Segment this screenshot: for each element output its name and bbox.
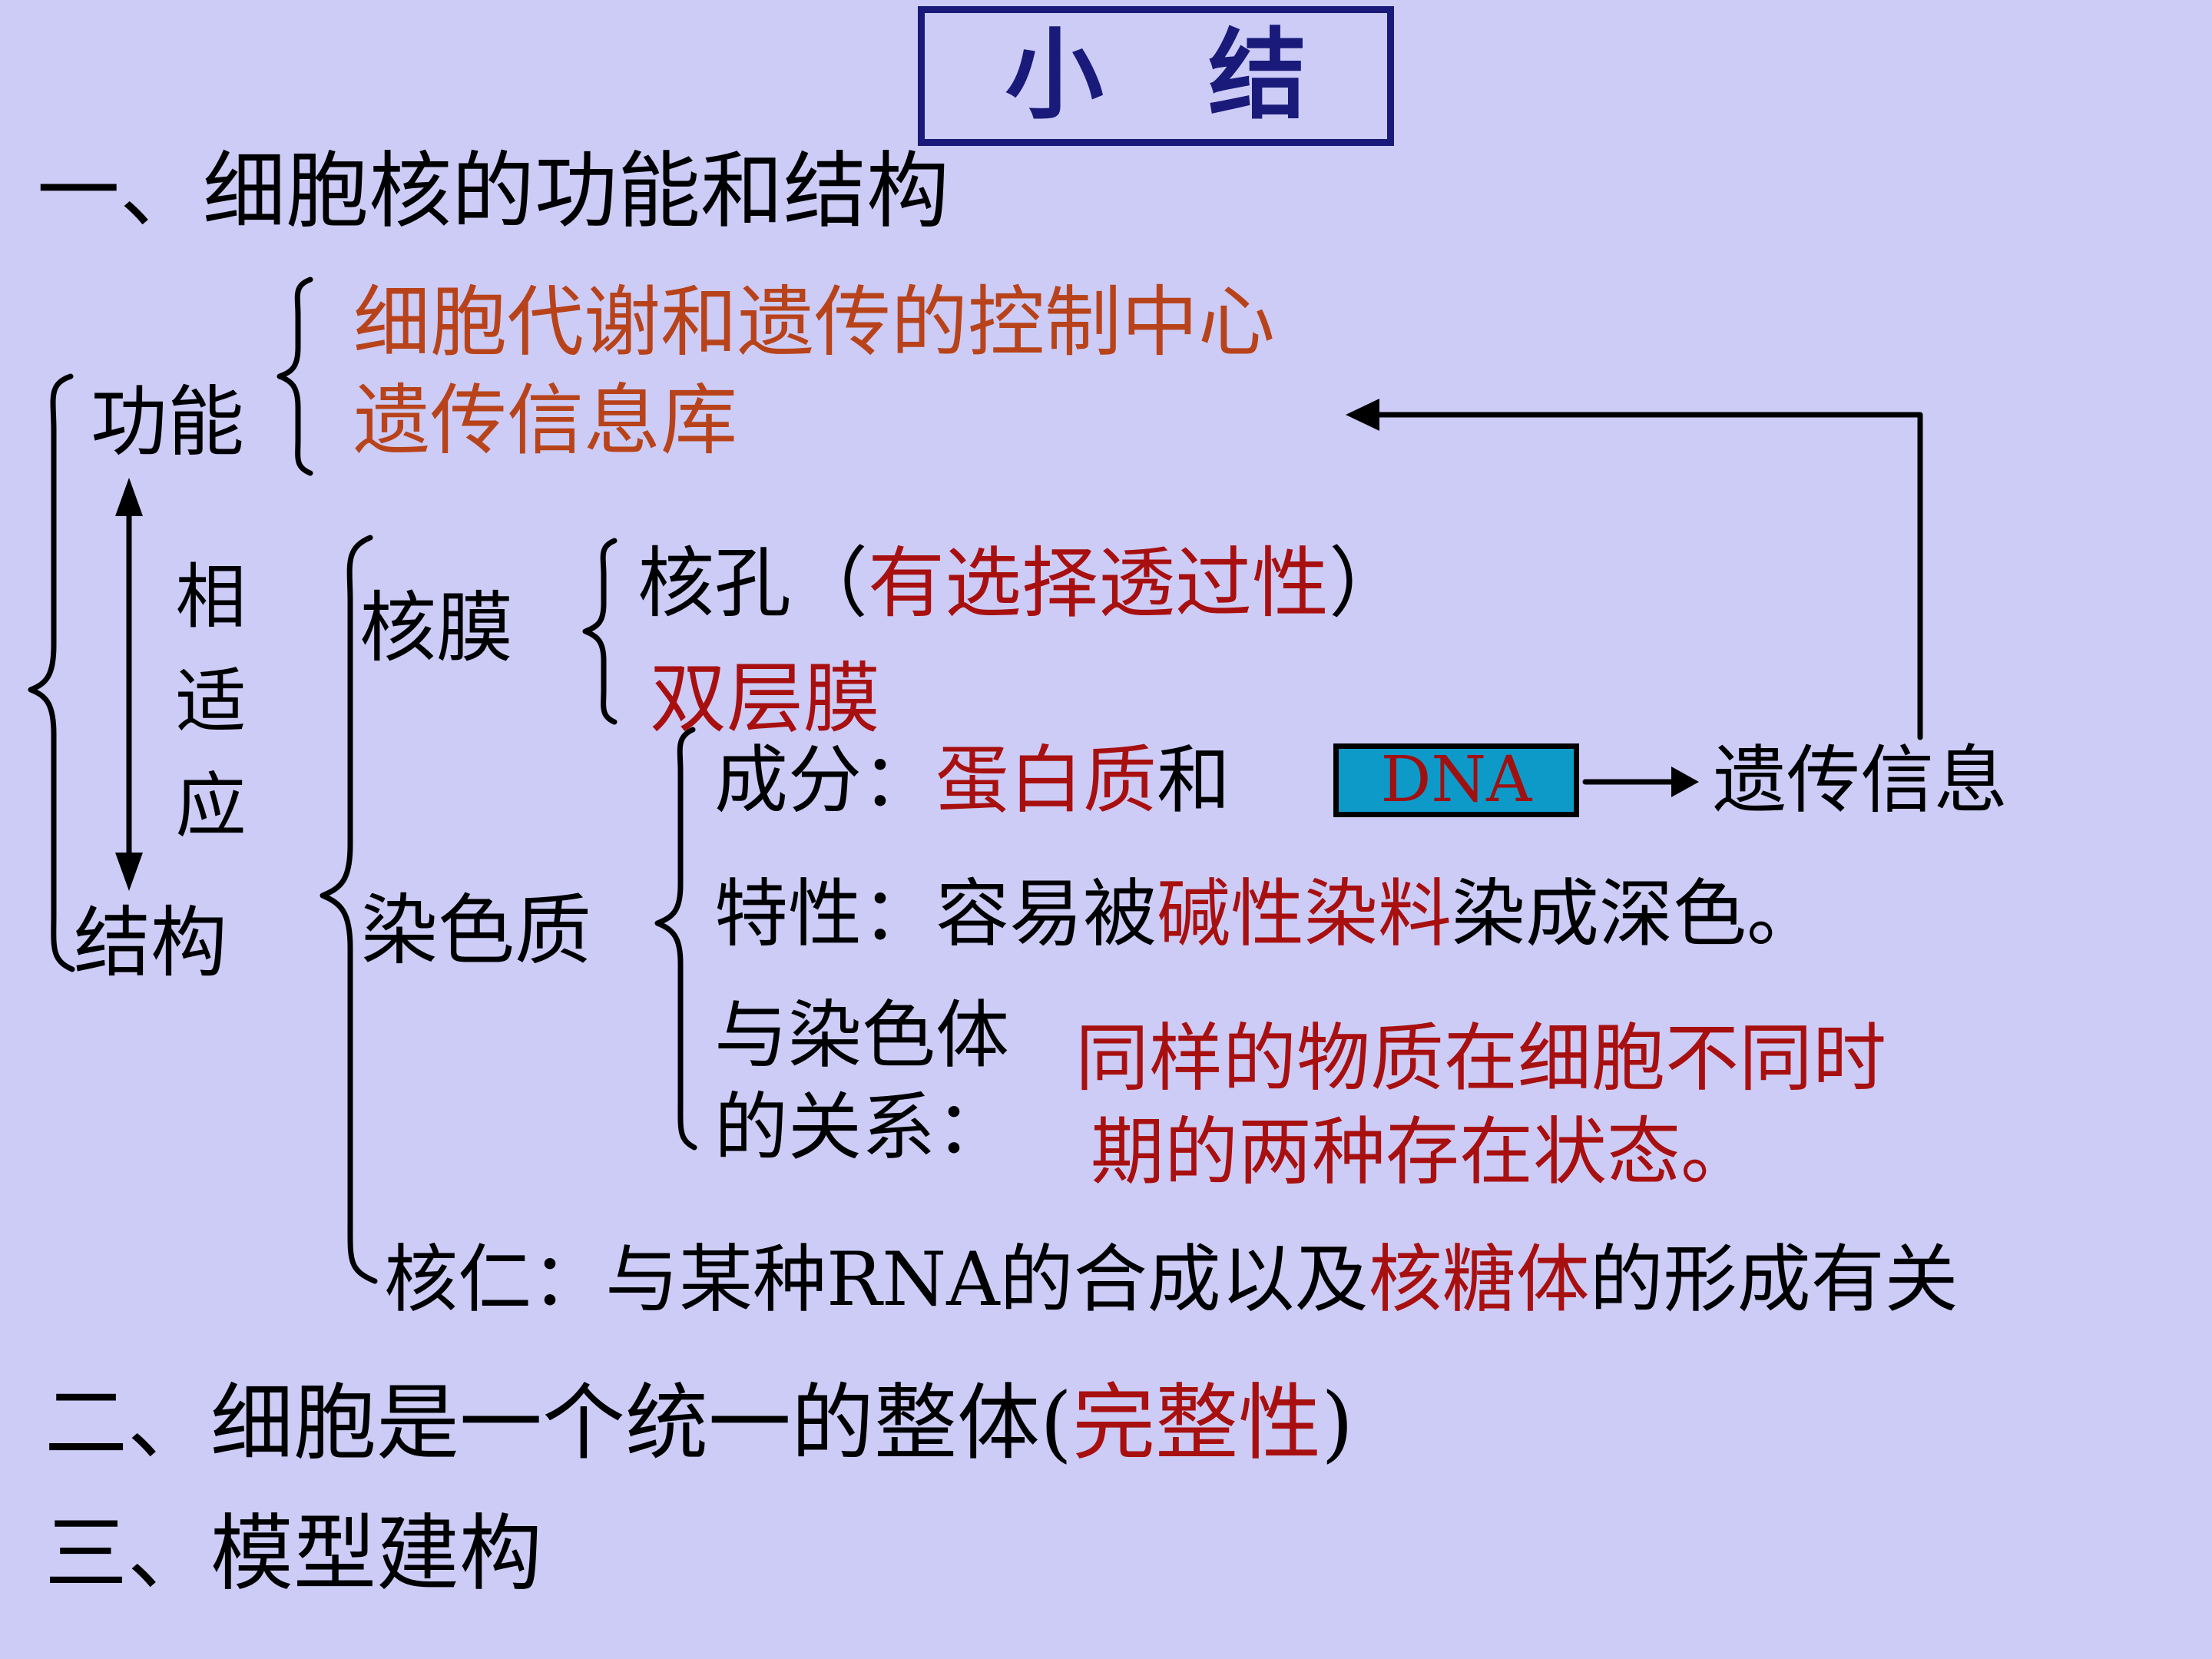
property-label: 特性： <box>714 871 935 957</box>
nucleolus-line: 核仁：与某种RNA的合成以及核糖体的形成有关 <box>384 1243 1959 1316</box>
outer-structure-brace <box>28 373 75 972</box>
arrowhead-down <box>115 853 143 891</box>
relation-vertical-label: 相适应 <box>164 559 246 873</box>
page-title: 小 结 <box>1005 18 1343 133</box>
section-three-heading: 三、模型建构 <box>45 1506 543 1602</box>
nuclear-membrane-brace <box>582 538 618 725</box>
function-brace <box>276 276 313 476</box>
chromatin-label: 染色质 <box>361 886 591 975</box>
genetic-information-label: 遗传信息 <box>1713 737 2008 823</box>
double-layer-membrane: 双层膜 <box>650 654 880 743</box>
chromosome-relation-label-1: 与染色体 <box>714 992 1009 1078</box>
composition-label: 成分： <box>714 737 935 823</box>
nuclear-pore-highlight: 有选择透过性 <box>868 538 1329 628</box>
section-two-line: 二、细胞是一个统一的整体(完整性) <box>45 1382 1353 1465</box>
section-two-post: ) <box>1321 1376 1354 1472</box>
section-two-highlight: 完整性 <box>1072 1376 1322 1472</box>
arrowhead-dna-right <box>1671 767 1699 797</box>
property-highlight: 碱性染料 <box>1157 871 1452 957</box>
nucleolus-pre: 与某种RNA的合成以及 <box>605 1237 1369 1323</box>
chromosome-relation-value-2: 期的两种存在状态。 <box>1091 1109 1754 1195</box>
composition-highlight: 蛋白质 <box>935 737 1157 823</box>
title-box: 小 结 <box>918 6 1394 146</box>
structure-label: 结构 <box>74 898 227 988</box>
dna-box: DNA <box>1333 743 1579 817</box>
chromatin-property-line: 特性：容易被碱性染料染成深色。 <box>714 877 1820 951</box>
nuclear-pore-suffix: ） <box>1329 538 1406 628</box>
chromosome-relation-value-1: 同样的物质在细胞不同时 <box>1075 1015 1886 1101</box>
nuclear-membrane-label: 核膜 <box>359 583 513 673</box>
dna-label: DNA <box>1380 743 1532 816</box>
section-two-pre: 二、细胞是一个统一的整体( <box>45 1376 1073 1472</box>
composition-mid: 和 <box>1157 737 1230 823</box>
nuclear-pore-line: 核孔（有选择透过性） <box>637 545 1406 622</box>
chromatin-brace <box>654 727 697 1151</box>
property-post: 染成深色。 <box>1452 871 1820 957</box>
section-one-heading: 一、细胞核的功能和结构 <box>37 144 950 240</box>
nucleolus-post: 的形成有关 <box>1589 1237 1959 1323</box>
function-item-1: 遗传信息库 <box>353 376 737 465</box>
chromosome-relation-label-2: 的关系： <box>714 1084 1009 1171</box>
nucleolus-highlight: 核糖体 <box>1368 1237 1590 1323</box>
nuclear-pore-prefix: 核孔（ <box>637 538 868 628</box>
function-item-0: 细胞代谢和遗传的控制中心 <box>353 277 1275 367</box>
property-pre: 容易被 <box>935 871 1157 957</box>
arrowhead-feedback-left <box>1346 399 1379 431</box>
arrowhead-up <box>115 478 143 516</box>
function-label: 功能 <box>91 377 244 467</box>
feedback-arrow-path <box>1363 412 1923 740</box>
nucleolus-label: 核仁： <box>384 1237 605 1323</box>
chromatin-composition-line: 成分：蛋白质和 <box>714 743 1230 817</box>
